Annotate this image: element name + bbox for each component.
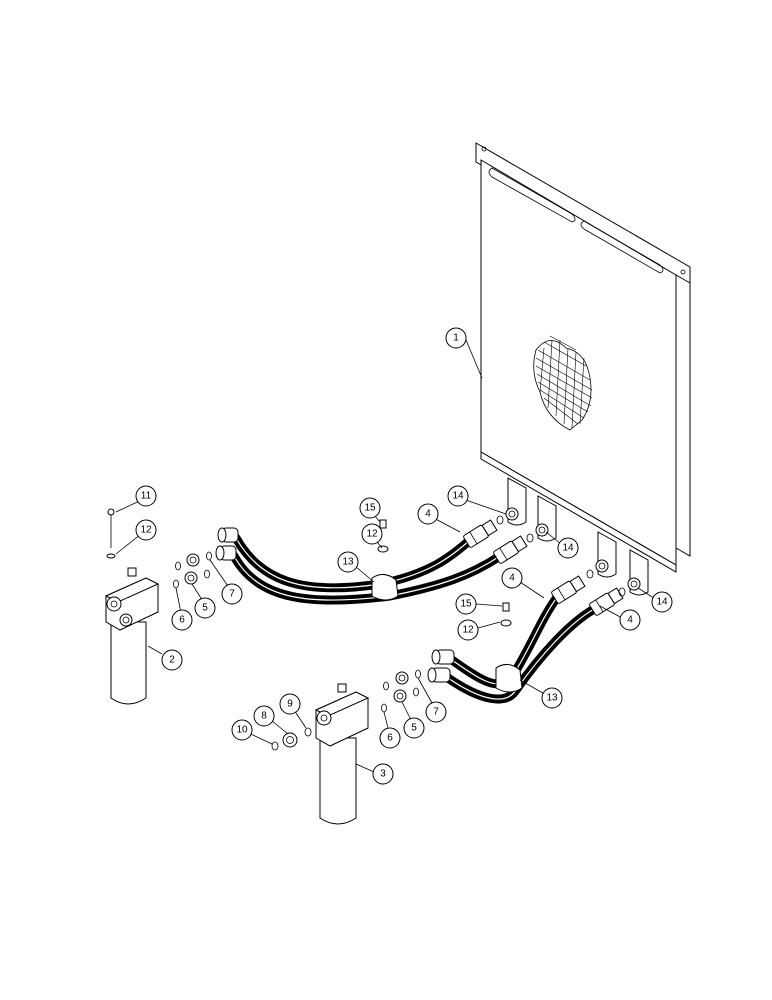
callout-1: 1 bbox=[445, 327, 467, 349]
callout-4: 4 bbox=[501, 567, 523, 589]
callout-12: 12 bbox=[457, 619, 479, 641]
callout-15: 15 bbox=[359, 497, 381, 519]
callout-14: 14 bbox=[557, 537, 579, 559]
callout-5: 5 bbox=[194, 597, 216, 619]
callout-4: 4 bbox=[417, 503, 439, 525]
callout-7: 7 bbox=[221, 583, 243, 605]
callout-6: 6 bbox=[379, 727, 401, 749]
svg-text:3: 3 bbox=[380, 769, 386, 780]
callout-15: 15 bbox=[455, 593, 477, 615]
cooler-side-channel bbox=[675, 274, 691, 557]
callout-2: 2 bbox=[161, 649, 183, 671]
svg-text:9: 9 bbox=[287, 699, 293, 710]
cooler-mount-hole bbox=[481, 146, 487, 152]
svg-text:7: 7 bbox=[229, 589, 235, 600]
svg-text:14: 14 bbox=[452, 491, 464, 502]
svg-text:1: 1 bbox=[453, 333, 459, 344]
callout-13: 13 bbox=[541, 687, 563, 709]
svg-text:6: 6 bbox=[179, 615, 185, 626]
cooler-flange-slot-left bbox=[488, 167, 576, 223]
svg-text:4: 4 bbox=[425, 509, 431, 520]
svg-text:10: 10 bbox=[236, 725, 248, 736]
cooler-adapters bbox=[496, 507, 641, 597]
callout-12: 12 bbox=[135, 519, 157, 541]
cooler-mount-hole bbox=[680, 269, 686, 275]
svg-text:11: 11 bbox=[141, 491, 152, 502]
svg-text:4: 4 bbox=[509, 573, 515, 584]
callout-13: 13 bbox=[337, 551, 359, 573]
bolt-washer-lower bbox=[500, 602, 512, 627]
svg-text:8: 8 bbox=[261, 711, 267, 722]
svg-text:7: 7 bbox=[433, 707, 439, 718]
cooler-flange-slot-right bbox=[580, 220, 664, 274]
filter-assembly-lower bbox=[314, 683, 370, 825]
svg-text:14: 14 bbox=[562, 543, 574, 554]
svg-text:13: 13 bbox=[546, 693, 558, 704]
callout-4: 4 bbox=[619, 609, 641, 631]
bolt-washer-upper bbox=[377, 519, 389, 553]
callout-10: 10 bbox=[231, 719, 253, 741]
svg-text:14: 14 bbox=[656, 597, 668, 608]
callout-12: 12 bbox=[361, 523, 383, 545]
svg-text:15: 15 bbox=[364, 503, 376, 514]
callout-11: 11 bbox=[135, 485, 157, 507]
hose-end-fittings bbox=[215, 519, 624, 683]
cooler-mesh-patch bbox=[533, 335, 593, 431]
callout-7: 7 bbox=[425, 701, 447, 723]
svg-text:4: 4 bbox=[627, 615, 633, 626]
svg-text:12: 12 bbox=[462, 625, 474, 636]
cooler-bottom-channel bbox=[480, 451, 677, 573]
callout-8: 8 bbox=[253, 705, 275, 727]
callout-14: 14 bbox=[651, 591, 673, 613]
callout-9: 9 bbox=[279, 693, 301, 715]
filter-lower-fittings bbox=[271, 669, 421, 751]
callout-3: 3 bbox=[372, 763, 394, 785]
svg-text:13: 13 bbox=[342, 557, 354, 568]
callout-6: 6 bbox=[171, 609, 193, 631]
callout-14: 14 bbox=[447, 485, 469, 507]
svg-text:2: 2 bbox=[169, 655, 175, 666]
callout-5: 5 bbox=[403, 717, 425, 739]
filter-assembly-upper bbox=[104, 508, 160, 705]
svg-text:5: 5 bbox=[411, 723, 417, 734]
filter-upper-fittings bbox=[173, 551, 212, 589]
svg-text:12: 12 bbox=[140, 525, 152, 536]
svg-text:12: 12 bbox=[366, 529, 378, 540]
svg-text:15: 15 bbox=[460, 599, 472, 610]
hose-upper-pair bbox=[229, 533, 505, 605]
oil-cooler bbox=[475, 142, 691, 596]
hose-clamp bbox=[371, 574, 523, 693]
svg-text:5: 5 bbox=[202, 603, 208, 614]
svg-text:6: 6 bbox=[387, 733, 393, 744]
